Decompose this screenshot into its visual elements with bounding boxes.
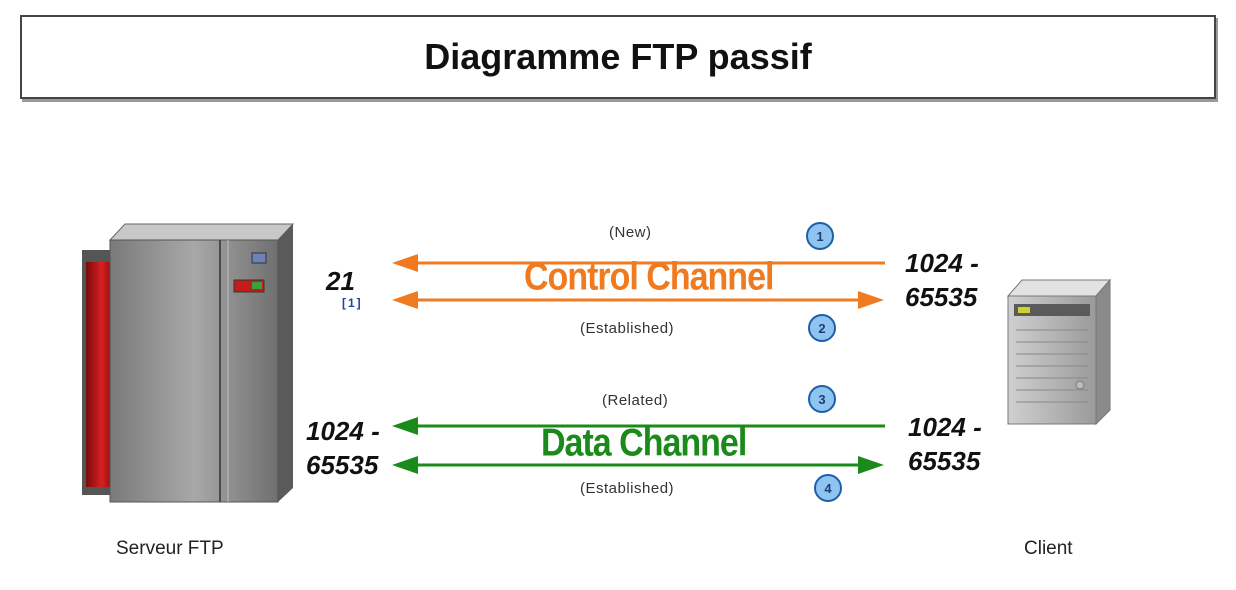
ftp-server-icon [82, 223, 295, 503]
client-caption: Client [1024, 538, 1073, 559]
state-established-control-label: (Established) [580, 320, 675, 337]
svg-text:4: 4 [824, 481, 832, 496]
client-data-port-line1: 1024 - [908, 412, 982, 442]
title-box: Diagramme FTP passif [20, 15, 1216, 99]
step-badge-2: 2 [808, 314, 836, 342]
control-arrow-new [392, 254, 885, 272]
client-data-port-line2: 65535 [908, 446, 981, 476]
client-control-port-line2: 65535 [905, 282, 978, 312]
step-badge-1: 1 [806, 222, 834, 250]
server-data-port-line2: 65535 [306, 450, 379, 480]
step-badge-4: 4 [814, 474, 842, 502]
state-new-label: (New) [609, 224, 652, 241]
state-related-label: (Related) [602, 392, 669, 409]
diagram-title: Diagramme FTP passif [424, 36, 812, 77]
client-computer-icon [1006, 278, 1112, 426]
server-control-port: 21 [326, 266, 355, 296]
server-caption: Serveur FTP [116, 538, 224, 559]
svg-text:1: 1 [816, 229, 823, 244]
server-data-port-line1: 1024 - [306, 416, 380, 446]
control-channel-label: Control Channel [524, 255, 774, 299]
step-badge-3: 3 [808, 385, 836, 413]
svg-text:3: 3 [818, 392, 825, 407]
data-channel-label: Data Channel [541, 421, 747, 465]
client-control-port-line1: 1024 - [905, 248, 979, 278]
server-control-note: [1] [342, 296, 363, 310]
state-established-data-label: (Established) [580, 480, 675, 497]
control-arrow-established [392, 291, 884, 309]
data-arrow-established [392, 456, 884, 474]
svg-text:2: 2 [818, 321, 825, 336]
data-arrow-related [392, 417, 885, 435]
